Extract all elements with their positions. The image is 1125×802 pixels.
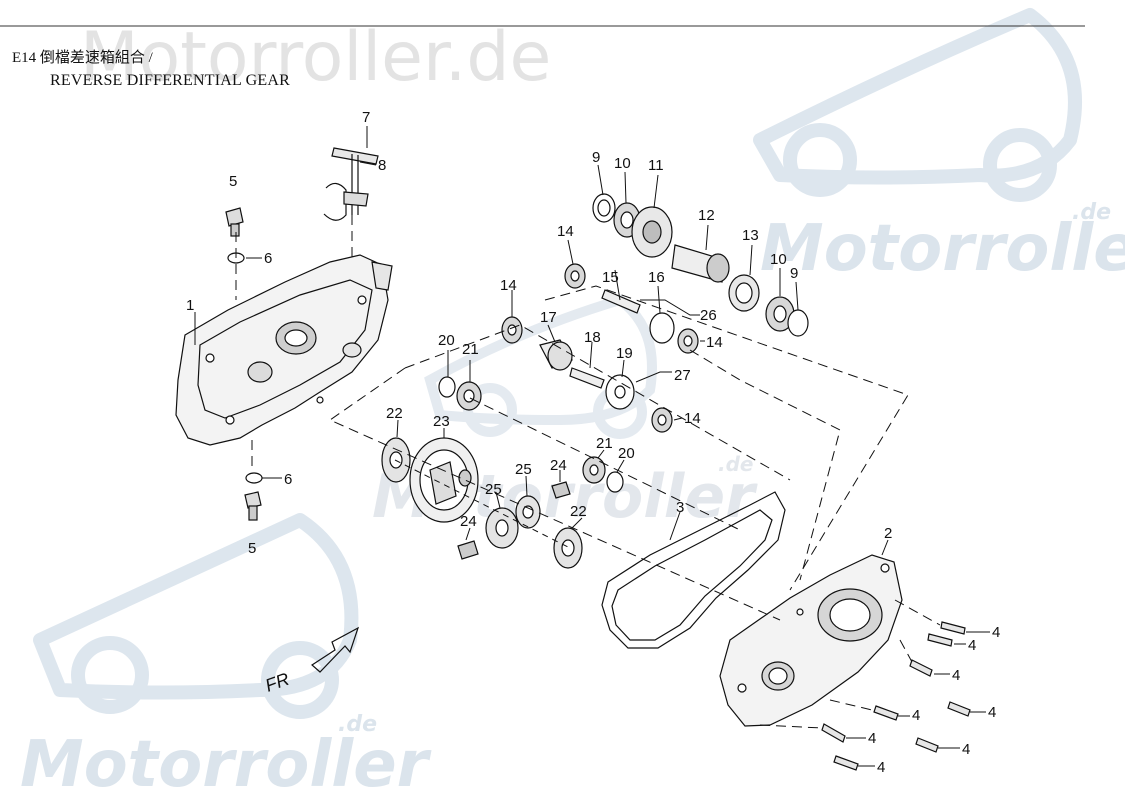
callout-label: 4 — [912, 707, 920, 724]
callout-label: 21 — [462, 341, 479, 358]
callout-label: 1 — [186, 297, 194, 314]
callout-label: 24 — [460, 513, 477, 530]
gasket-part — [601, 491, 786, 649]
callout-label: 23 — [433, 413, 450, 430]
callout-label: 26 — [700, 307, 717, 324]
shift-fork-part — [323, 147, 379, 221]
right-cover-part — [719, 554, 903, 727]
watermark-top: Motorroller.de — [80, 18, 552, 97]
assembly-lines — [235, 215, 941, 729]
callout-label: 16 — [648, 269, 665, 286]
callout-label: 17 — [540, 309, 557, 326]
screw-part — [821, 621, 971, 771]
callout-label: 4 — [952, 667, 960, 684]
watermark-bottom: Motorroller — [20, 728, 429, 802]
callout-label: 5 — [229, 173, 237, 190]
callout-label: 4 — [992, 624, 1000, 641]
callout-label: 8 — [378, 157, 386, 174]
callout-label: 12 — [698, 207, 715, 224]
section-english-title: REVERSE DIFFERENTIAL GEAR — [50, 72, 290, 89]
callout-label: 9 — [790, 265, 798, 282]
callout-label: 9 — [592, 149, 600, 166]
callout-label: 3 — [676, 499, 684, 516]
callout-label: 14 — [557, 223, 574, 240]
callout-label: 4 — [868, 730, 876, 747]
watermark-right-de: .de — [1072, 200, 1112, 225]
callout-label: 22 — [570, 503, 587, 520]
callout-label: 4 — [988, 704, 996, 721]
callout-label: 10 — [614, 155, 631, 172]
callout-label: 19 — [616, 345, 633, 362]
callout-label: 20 — [618, 445, 635, 462]
watermark-right: Motorroller — [760, 212, 1125, 286]
callout-label: 15 — [602, 269, 619, 286]
differential-group — [381, 376, 624, 569]
callout-label: 11 — [648, 157, 664, 174]
callout-label: 25 — [515, 461, 532, 478]
callout-label: 4 — [877, 759, 885, 776]
callout-label: 21 — [596, 435, 613, 452]
callout-label: 7 — [362, 109, 370, 126]
callout-label: 25 — [485, 481, 502, 498]
output-shaft-group — [592, 193, 809, 337]
callout-label: 14 — [706, 334, 723, 351]
callout-label: 22 — [386, 405, 403, 422]
callout-label: 14 — [684, 410, 701, 427]
callout-label: 5 — [248, 540, 256, 557]
section-code-title: E14 倒檔差速箱組合 / — [12, 50, 153, 66]
callout-label: 6 — [264, 250, 272, 267]
callout-label: 27 — [674, 367, 691, 384]
callout-label: 10 — [770, 251, 787, 268]
watermark-bottom-de: .de — [338, 712, 378, 737]
idler-shaft-group — [564, 263, 699, 354]
callout-label: 18 — [584, 329, 601, 346]
callout-label: 4 — [962, 741, 970, 758]
callout-label: 4 — [968, 637, 976, 654]
callout-label: 13 — [742, 227, 759, 244]
callout-label: 20 — [438, 332, 455, 349]
bolt-part — [225, 207, 263, 521]
watermark-scooter-icon — [753, 8, 1082, 202]
front-direction-arrow-icon — [311, 626, 360, 673]
callout-label: 2 — [884, 525, 892, 542]
callout-label: 6 — [284, 471, 292, 488]
reverse-gear-group — [501, 316, 673, 433]
watermark-scooter-icon — [33, 513, 359, 719]
callout-label: 14 — [500, 277, 517, 294]
left-housing-part — [175, 254, 393, 446]
callout-label: 24 — [550, 457, 567, 474]
leader-lines — [194, 126, 990, 767]
